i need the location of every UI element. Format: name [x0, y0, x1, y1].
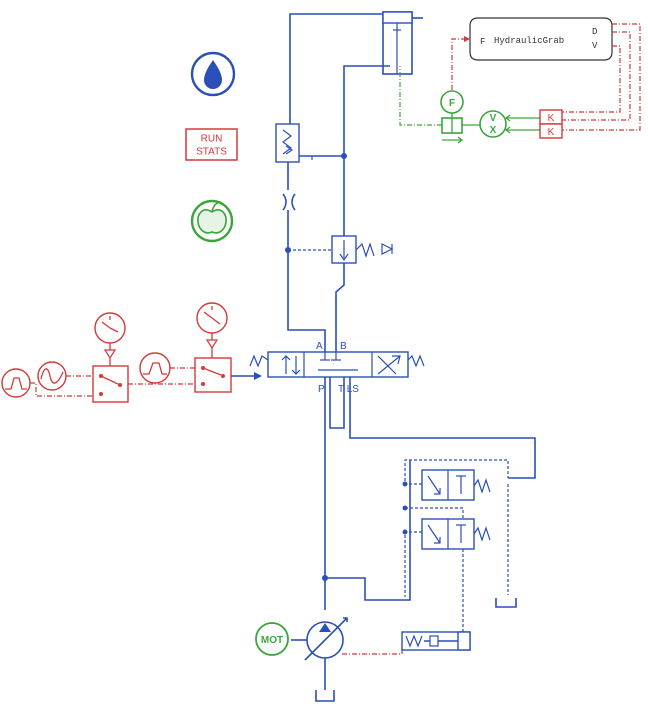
- sensor-output: [506, 117, 540, 131]
- water-drop-icon[interactable]: [190, 51, 236, 97]
- cylinder-cap-line: [289, 13, 383, 124]
- counterbalance-valve[interactable]: [331, 235, 394, 264]
- junction-dot: [402, 529, 408, 535]
- apple-icon[interactable]: [190, 199, 234, 243]
- timer-gauge-1[interactable]: [94, 312, 126, 360]
- force-signal: [451, 38, 464, 90]
- grab-name: HydraulicGrab: [494, 36, 564, 46]
- orifice-icon: [282, 193, 296, 211]
- directional-control-valve[interactable]: [249, 351, 425, 378]
- output-signal: [562, 23, 641, 131]
- motor-label: MOT: [261, 635, 283, 646]
- ramp-source-2[interactable]: [139, 352, 171, 384]
- run-stats-label-2: STATS: [196, 147, 227, 158]
- junction-dot: [341, 153, 347, 159]
- run-stats-button[interactable]: RUN STATS: [185, 128, 238, 161]
- sine-source[interactable]: [37, 361, 67, 391]
- arrow-icon: [254, 372, 262, 380]
- tank-symbol: [315, 690, 335, 702]
- ramp-source-1[interactable]: [1, 368, 31, 398]
- timer-gauge-2[interactable]: [196, 302, 228, 350]
- line-to-port-a: [287, 210, 326, 352]
- motor[interactable]: MOT: [255, 622, 289, 656]
- gain-block-2[interactable]: K: [539, 123, 563, 139]
- ls-valve-upper[interactable]: [421, 469, 491, 501]
- ls-line: [349, 377, 536, 479]
- ls-valve-lower[interactable]: [421, 518, 491, 550]
- ls-pilot-line: [404, 459, 509, 485]
- direction-arrow-icon: [442, 136, 464, 144]
- gain-label-2: K: [548, 127, 555, 138]
- variable-pump[interactable]: [291, 617, 348, 661]
- grab-input-f: F: [480, 37, 485, 47]
- port-b-label: B: [340, 341, 347, 352]
- port-a-label: A: [316, 341, 323, 352]
- junction-dot: [402, 505, 408, 511]
- displacement-out-signal: [562, 31, 631, 121]
- stroke-actuator[interactable]: [401, 631, 471, 651]
- gain-label-1: K: [548, 113, 555, 124]
- signal-line: [30, 382, 93, 397]
- mech-link-to-cylinder: [399, 66, 442, 126]
- relief-valve-upper[interactable]: [275, 123, 344, 163]
- signal-switch-1[interactable]: [92, 358, 129, 403]
- ls-pilot-line: [405, 507, 464, 519]
- line-to-port-b: [335, 263, 345, 352]
- signal-switch-2[interactable]: [194, 348, 232, 393]
- velocity-out-signal: [562, 45, 621, 113]
- port-t-ls-label: T LS: [338, 384, 359, 395]
- cylinder-rod-line: [343, 65, 390, 236]
- displacement-signal: [342, 646, 403, 655]
- mech-coupling[interactable]: [441, 117, 463, 134]
- grab-output-d: D: [592, 27, 597, 37]
- motion-sensor[interactable]: V X: [479, 110, 507, 138]
- tank-symbol: [495, 598, 517, 608]
- run-stats-label-1: RUN: [201, 134, 223, 145]
- force-sensor[interactable]: F: [440, 90, 464, 114]
- force-sensor-label: F: [449, 98, 455, 109]
- motion-sensor-x: X: [490, 125, 497, 136]
- arrow-icon: [464, 36, 470, 42]
- pump-feed-line: [325, 460, 411, 601]
- arrow-icon: [505, 114, 511, 134]
- junction-dot: [402, 481, 408, 487]
- gain-block-1[interactable]: K: [539, 109, 563, 125]
- port-p-label: P: [318, 384, 325, 395]
- tank-symbol: [329, 377, 345, 429]
- ls-pilot-line: [404, 531, 422, 597]
- hydraulic-cylinder[interactable]: [382, 11, 423, 75]
- grab-output-v: V: [592, 41, 598, 51]
- hydraulic-grab-block[interactable]: F HydraulicGrab D V: [469, 17, 613, 61]
- motion-sensor-v: V: [490, 113, 497, 124]
